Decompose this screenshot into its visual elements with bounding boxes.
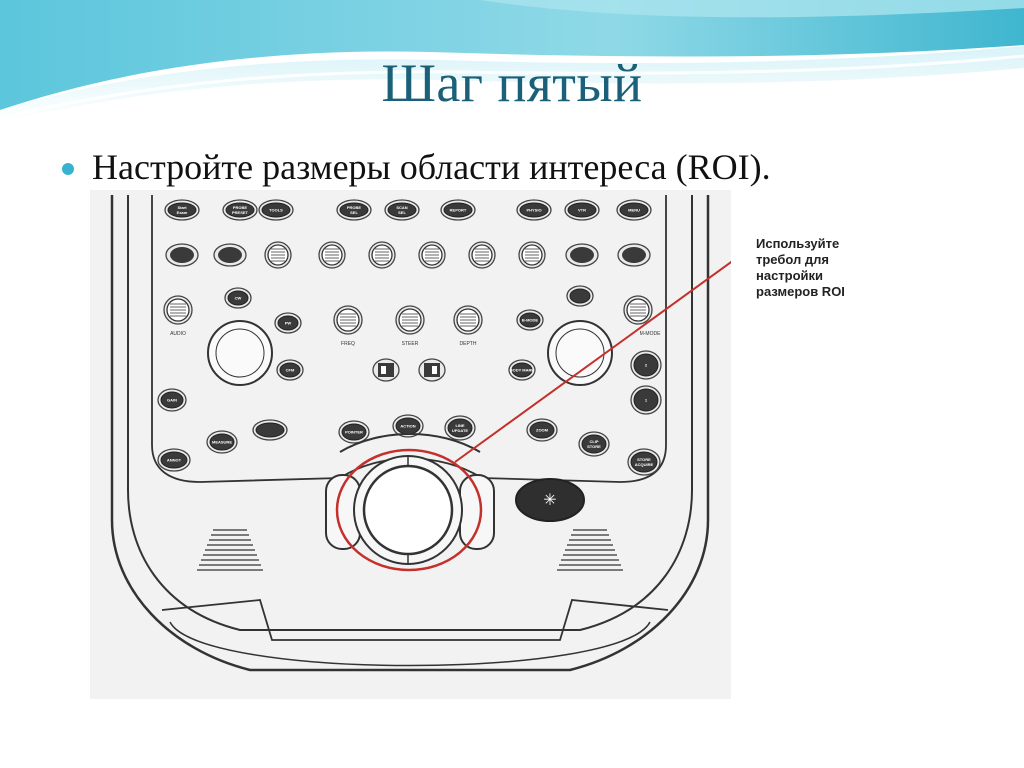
m-mode-caption: M-MODE <box>640 331 661 337</box>
pointer-key[interactable] <box>338 420 370 444</box>
top-key-5-label: REPORT <box>450 208 467 213</box>
round-key-right-0[interactable] <box>565 243 599 267</box>
top-key-3[interactable] <box>336 199 372 221</box>
audio-dial[interactable] <box>163 295 193 325</box>
store-acquire-key[interactable] <box>627 448 661 476</box>
bullet-item: Настройте размеры области интереса (ROI)… <box>62 146 771 188</box>
action-key[interactable] <box>392 414 424 438</box>
body-mark-key[interactable] <box>508 359 536 381</box>
tgc-slider-0[interactable] <box>264 241 292 269</box>
cfm-key-label: CFM <box>286 368 295 373</box>
callout-line-3: настройки <box>756 268 824 283</box>
key-1[interactable] <box>630 385 662 415</box>
top-key-5[interactable] <box>440 199 476 221</box>
b-mode-key-label: B-MODE <box>522 318 539 323</box>
top-right-key[interactable] <box>566 285 594 307</box>
top-key-8[interactable] <box>616 199 652 221</box>
freq-caption: FREQ <box>341 341 355 347</box>
gain-key-label: GAIN <box>167 398 177 403</box>
tgc-slider-1[interactable] <box>318 241 346 269</box>
gain-key[interactable] <box>157 388 187 412</box>
tgc-slider-4[interactable] <box>468 241 496 269</box>
pw-key[interactable] <box>274 312 302 334</box>
freq-dial[interactable] <box>333 305 363 335</box>
round-key-left-0[interactable] <box>165 243 199 267</box>
right-dial[interactable] <box>623 295 653 325</box>
slide-title: Шаг пятый <box>381 53 643 113</box>
callout-line-2: требол для <box>756 252 829 267</box>
arrow-key[interactable] <box>252 419 288 441</box>
pointer-key-label: POINTER <box>345 430 363 435</box>
round-key-right-1[interactable] <box>617 243 651 267</box>
audio-caption: AUDIO <box>170 331 186 337</box>
bullet-dot-icon <box>62 163 74 175</box>
top-key-7[interactable] <box>564 199 600 221</box>
key-1-label: 1 <box>645 398 648 403</box>
roi-highlight-ellipse <box>335 448 483 572</box>
top-key-2-label: TOOLS <box>269 208 283 213</box>
pw-key-label: PW <box>285 321 292 326</box>
line-update-key[interactable] <box>444 415 476 441</box>
body-mark-key-label: BODY MARK <box>510 368 535 373</box>
svg-text:✳: ✳ <box>543 490 556 509</box>
cfm-key[interactable] <box>276 359 304 381</box>
zoom-key[interactable] <box>526 418 558 442</box>
split-key-0[interactable] <box>372 358 400 382</box>
top-key-4[interactable] <box>384 199 420 221</box>
top-key-1[interactable] <box>222 199 258 221</box>
measure-key-label: MEASURE <box>212 440 232 445</box>
annot-key[interactable] <box>157 448 191 472</box>
action-key-label: ACTION <box>400 424 415 429</box>
tgc-slider-2[interactable] <box>368 241 396 269</box>
callout-note: Используйте требол для настройки размеро… <box>756 236 896 300</box>
bullet-text: Настройте размеры области интереса (ROI)… <box>92 147 771 187</box>
star-button[interactable]: ✳ <box>515 478 585 522</box>
tgc-slider-3[interactable] <box>418 241 446 269</box>
tgc-slider-5[interactable] <box>518 241 546 269</box>
top-key-6-label: PHYSIO <box>526 208 541 213</box>
split-key-1[interactable] <box>418 358 446 382</box>
steer-caption: STEER <box>402 341 419 347</box>
trackball-right-paddle[interactable] <box>459 474 495 550</box>
trackball[interactable] <box>353 455 463 565</box>
top-key-0[interactable] <box>164 199 200 221</box>
top-key-6[interactable] <box>516 199 552 221</box>
callout-line-1: Используйте <box>756 236 840 251</box>
header-wave-decoration <box>0 0 1024 122</box>
cw-key[interactable] <box>224 287 252 309</box>
key-2-label: 2 <box>645 363 648 368</box>
measure-key[interactable] <box>206 430 238 454</box>
depth-caption: DEPTH <box>460 341 477 347</box>
round-key-left-1[interactable] <box>213 243 247 267</box>
key-2[interactable] <box>630 350 662 380</box>
cw-key-label: CW <box>235 296 242 301</box>
zoom-key-label: ZOOM <box>536 428 549 433</box>
top-key-8-label: MENU <box>628 208 640 213</box>
annot-key-label: ANNOT <box>167 458 182 463</box>
top-key-7-label: VTR <box>578 208 586 213</box>
callout-line-4: размеров ROI <box>756 284 845 299</box>
depth-dial[interactable] <box>453 305 483 335</box>
top-key-2[interactable] <box>258 199 294 221</box>
clip-store-key[interactable] <box>578 431 610 457</box>
callout-pointer-line <box>454 260 731 463</box>
steer-dial[interactable] <box>395 305 425 335</box>
b-mode-key[interactable] <box>516 309 544 331</box>
